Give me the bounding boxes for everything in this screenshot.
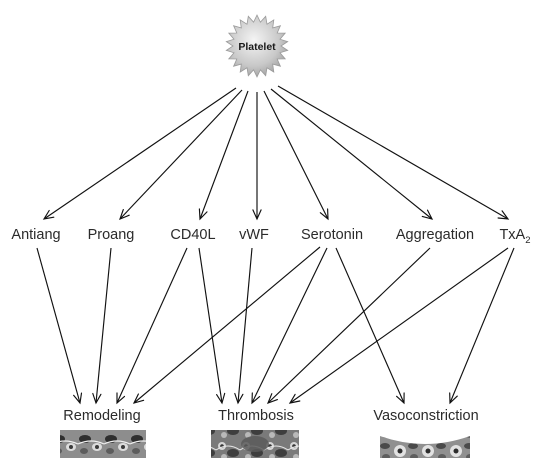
edge-line — [289, 247, 509, 404]
mediator-cd40l: CD40L — [170, 227, 215, 243]
platelet-label: Platelet — [238, 41, 276, 53]
edge-platelet-to-vwf — [252, 92, 262, 221]
mediator-vwf: vWF — [239, 227, 269, 243]
edge-line — [36, 247, 81, 404]
arrowhead — [216, 392, 226, 405]
arrowhead — [73, 392, 83, 405]
edge-line — [119, 89, 243, 220]
edge-serotonin-to-thrombosis — [251, 247, 328, 405]
edge-serotonin-to-remodeling — [132, 246, 321, 404]
edge-line — [199, 90, 249, 220]
edge-platelet-to-proang — [119, 89, 243, 221]
outcome-thrombosis: Thrombosis — [218, 408, 294, 424]
edge-line — [43, 87, 237, 220]
mediator-antiang: Antiang — [11, 227, 60, 243]
outcome-vasoconstriction: Vasoconstriction — [373, 408, 478, 424]
edge-platelet-to-aggregation — [270, 88, 434, 220]
edge-line — [335, 247, 405, 404]
edge-platelet-to-cd40l — [198, 90, 249, 221]
platelet-shape — [225, 14, 289, 78]
edge-line — [95, 247, 112, 404]
edge-line — [251, 247, 328, 404]
edge-proang-to-remodeling — [92, 247, 112, 405]
edge-line — [198, 247, 223, 404]
thrombus-mass — [241, 436, 269, 452]
mediator-txa2-subscript: 2 — [525, 235, 530, 246]
edge-txa2-to-thrombosis — [288, 247, 509, 404]
vasoconstriction-tissue-image — [380, 430, 470, 458]
arrowhead — [319, 208, 329, 221]
arrowhead — [116, 392, 126, 405]
arrowhead — [92, 392, 102, 405]
edge-txa2-to-vasoconstriction — [449, 247, 515, 405]
edge-line — [267, 247, 431, 404]
arrowhead — [421, 209, 434, 220]
edge-platelet-to-serotonin — [263, 90, 329, 221]
edges — [36, 85, 515, 405]
edge-vwf-to-thrombosis — [234, 247, 253, 405]
edge-cd40l-to-thrombosis — [198, 247, 226, 405]
arrowhead — [497, 210, 510, 220]
arrowhead — [266, 393, 278, 404]
edge-serotonin-to-vasoconstriction — [335, 247, 405, 405]
arrowhead — [42, 209, 55, 220]
arrowhead — [449, 392, 458, 405]
mediator-serotonin: Serotonin — [301, 227, 363, 243]
edge-line — [237, 247, 253, 404]
outcome-remodeling: Remodeling — [63, 408, 140, 424]
arrowhead — [132, 393, 145, 404]
mediator-txa2: TxA2 — [499, 227, 530, 246]
edge-platelet-to-txa2 — [277, 85, 510, 220]
edge-line — [116, 247, 188, 404]
edge-aggregation-to-thrombosis — [266, 247, 431, 404]
vessel-constriction-top — [380, 430, 470, 444]
arrowhead — [119, 209, 130, 221]
edge-line — [133, 246, 321, 404]
edge-line — [270, 88, 433, 220]
tissue-images — [60, 430, 470, 458]
arrowhead — [251, 392, 261, 405]
mediator-txa2-label: TxA — [499, 227, 525, 243]
platelet-node: Platelet — [225, 14, 289, 78]
arrowhead — [288, 393, 301, 404]
edge-line — [277, 85, 509, 220]
arrowhead — [396, 392, 405, 405]
mediator-aggregation: Aggregation — [396, 227, 474, 243]
edge-line — [263, 90, 329, 220]
edge-platelet-to-antiang — [42, 87, 237, 220]
edge-line — [449, 247, 515, 404]
arrowhead — [198, 208, 208, 221]
edge-antiang-to-remodeling — [36, 247, 83, 405]
thrombosis-tissue-image — [211, 430, 299, 458]
mediator-proang: Proang — [88, 227, 135, 243]
remodeling-tissue-image — [60, 430, 146, 458]
arrowhead — [252, 209, 262, 221]
outcome-row: Remodeling Thrombosis Vasoconstriction — [63, 408, 478, 424]
mediator-row: Antiang Proang CD40L vWF Serotonin Aggre… — [11, 227, 530, 246]
edge-cd40l-to-remodeling — [116, 247, 188, 405]
arrowhead — [234, 392, 244, 405]
